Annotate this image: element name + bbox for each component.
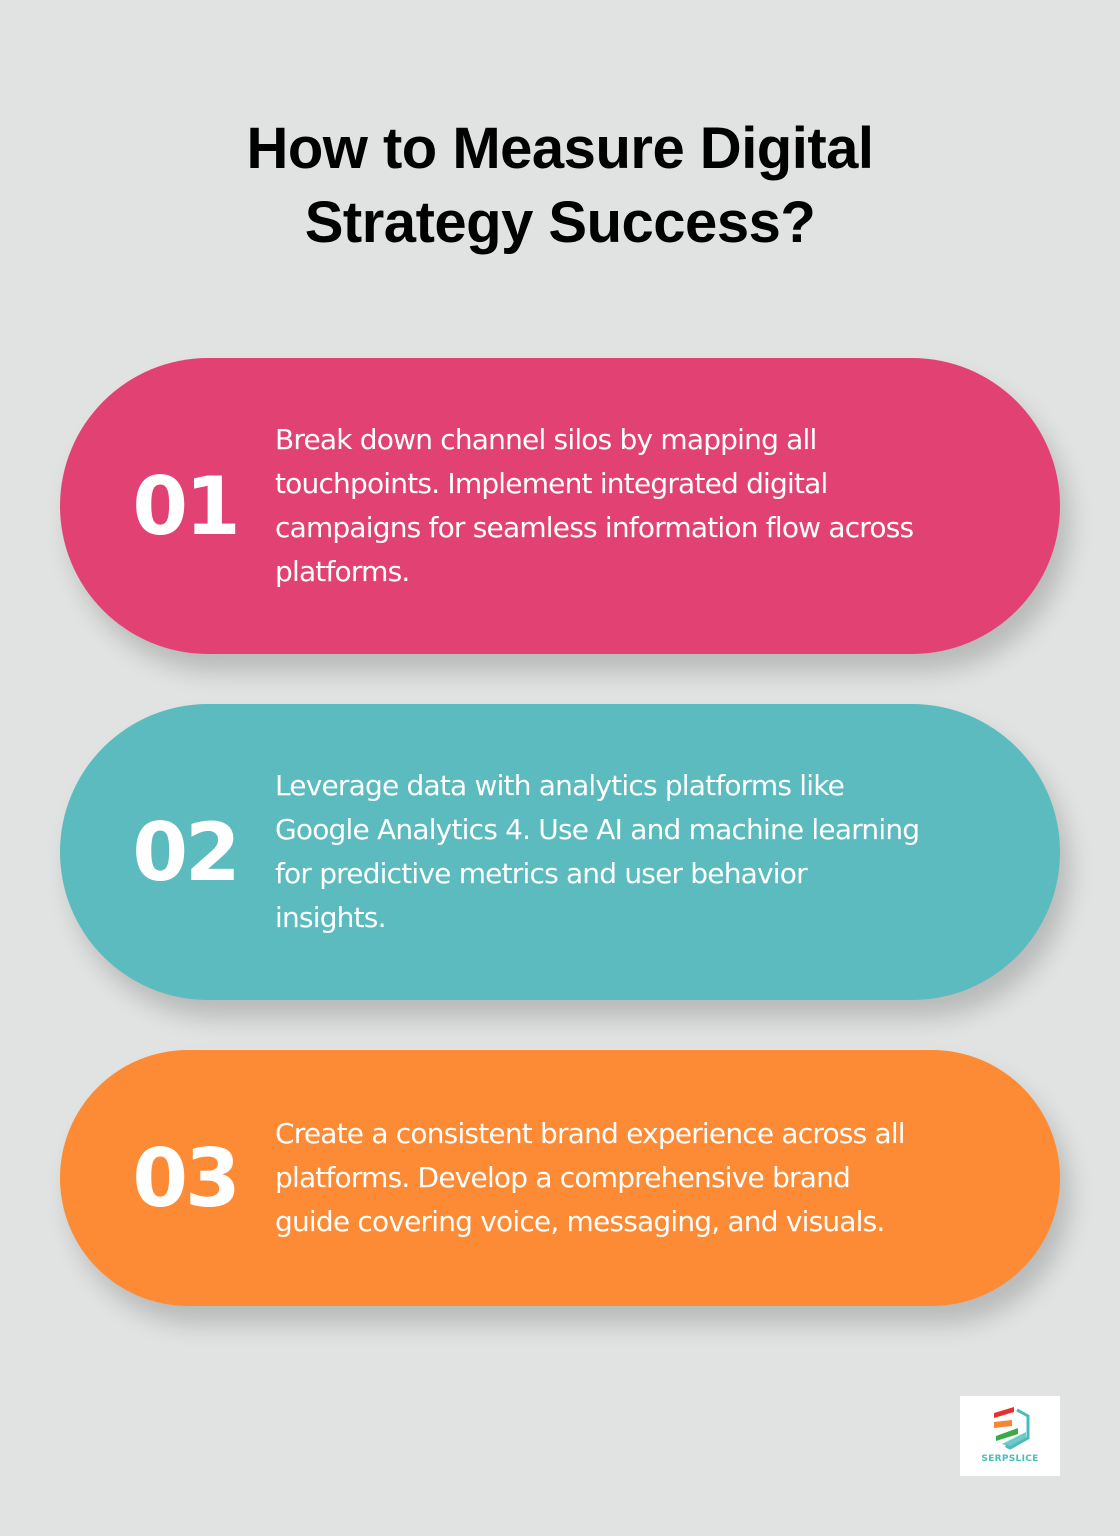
step-card-1: 01 Break down channel silos by mapping a… <box>60 358 1060 654</box>
step-description: Break down channel silos by mapping all … <box>275 358 1000 654</box>
title-line-1: How to Measure Digital <box>246 116 874 181</box>
step-text-line: campaigns for seamless information flow … <box>275 511 914 544</box>
step-description: Create a consistent brand experience acr… <box>275 1050 1000 1306</box>
step-text-line: Create a consistent brand experience acr… <box>275 1117 906 1150</box>
step-text-line: touchpoints. Implement integrated digita… <box>275 467 828 500</box>
step-description: Leverage data with analytics platforms l… <box>275 704 1000 1000</box>
step-text-line: platforms. <box>275 555 410 588</box>
title-line-2: Strategy Success? <box>304 190 816 255</box>
step-text-line: Leverage data with analytics platforms l… <box>275 769 845 802</box>
step-card-2: 02 Leverage data with analytics platform… <box>60 704 1060 1000</box>
step-number: 03 <box>132 1131 240 1225</box>
step-card-3: 03 Create a consistent brand experience … <box>60 1050 1060 1306</box>
step-text-line: Break down channel silos by mapping all <box>275 423 817 456</box>
step-text-line: insights. <box>275 901 386 934</box>
page-title: How to Measure Digital Strategy Success? <box>0 112 1120 260</box>
logo-text: SERPSLICE <box>981 1454 1039 1464</box>
brand-logo: SERPSLICE <box>960 1396 1060 1476</box>
step-text-line: Google Analytics 4. Use AI and machine l… <box>275 813 920 846</box>
step-number: 02 <box>132 805 240 899</box>
step-text-line: guide covering voice, messaging, and vis… <box>275 1205 885 1238</box>
step-text-line: platforms. Develop a comprehensive brand <box>275 1161 851 1194</box>
step-number: 01 <box>132 459 240 553</box>
step-text-line: for predictive metrics and user behavior <box>275 857 808 890</box>
serpslice-logo-icon <box>990 1404 1030 1450</box>
